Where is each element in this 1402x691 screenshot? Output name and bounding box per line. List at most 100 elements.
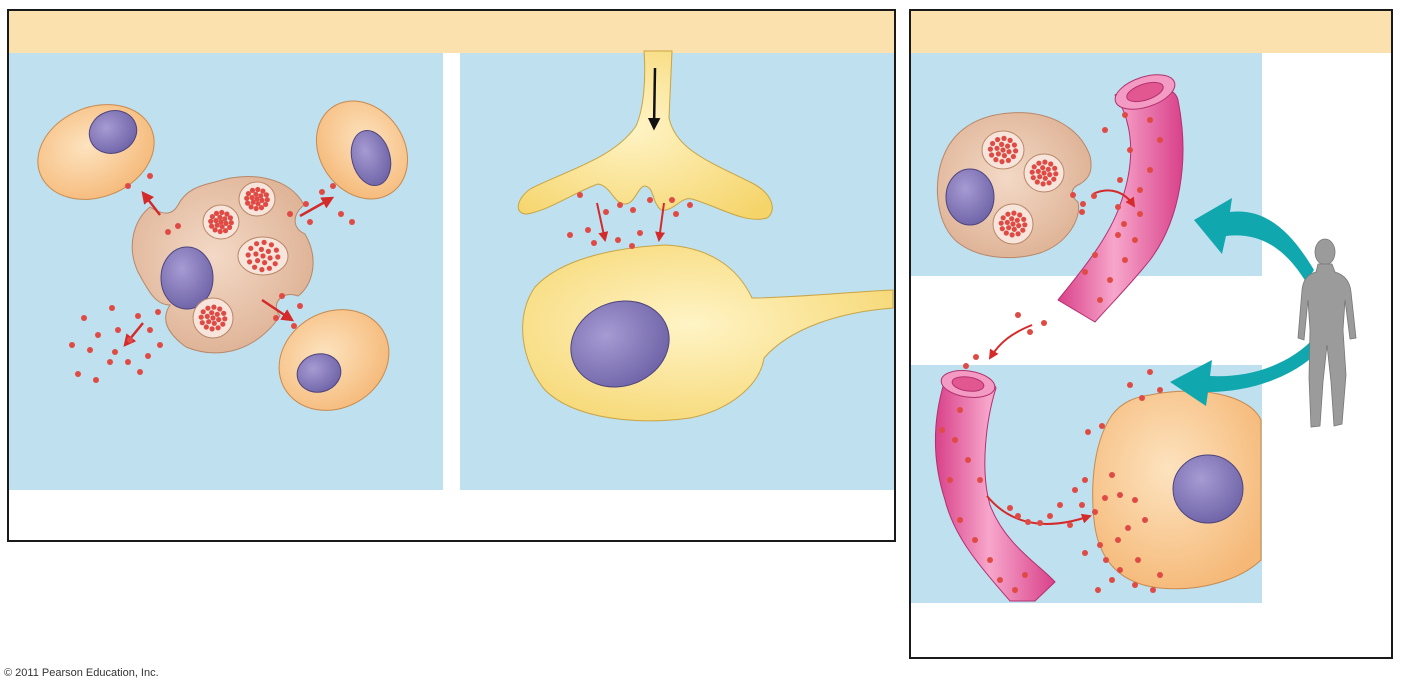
vesicle-molecule: [222, 228, 229, 234]
vesicle-molecule: [993, 157, 999, 163]
signal-molecule: [1103, 557, 1109, 563]
signal-molecule: [1109, 472, 1115, 478]
signal-molecule: [647, 197, 653, 203]
vesicle-molecule: [1051, 176, 1057, 182]
signal-molecule: [1122, 257, 1128, 263]
signal-molecule: [69, 342, 75, 348]
signal-molecule: [1147, 167, 1153, 173]
signal-molecule: [291, 323, 297, 329]
vesicle-molecule: [1037, 174, 1043, 180]
vesicle-molecule: [999, 159, 1005, 165]
signal-molecule: [1015, 312, 1021, 318]
vesicle-molecule: [262, 260, 268, 266]
signal-molecule: [1097, 297, 1103, 303]
signal-molecule: [1025, 519, 1031, 525]
vesicle-molecule: [1013, 148, 1019, 154]
vesicle-molecule: [261, 239, 267, 245]
signal-molecule: [1047, 513, 1053, 519]
vesicle-molecule: [994, 145, 1000, 151]
vesicle-molecule: [213, 218, 219, 224]
signal-molecule: [972, 537, 978, 543]
vesicle-molecule: [1014, 217, 1020, 223]
vesicle-molecule: [1000, 147, 1006, 153]
vesicle-molecule: [203, 324, 209, 330]
signal-molecule: [155, 309, 161, 315]
vesicle-molecule: [1000, 215, 1006, 221]
signal-molecule: [997, 577, 1003, 583]
signal-molecule: [1121, 221, 1127, 227]
signal-molecule: [1082, 269, 1088, 275]
vesicle-molecule: [228, 220, 234, 226]
vesicle-molecule: [1042, 159, 1048, 165]
neuron-axon-terminal: [517, 50, 773, 220]
target-cell-endocrine: [1092, 390, 1262, 590]
signal-molecule: [947, 477, 953, 483]
vesicle-molecule: [244, 195, 250, 201]
signal-molecule: [1137, 211, 1143, 217]
signal-molecule: [1082, 477, 1088, 483]
signal-molecule: [109, 305, 115, 311]
vesicle-molecule: [250, 199, 256, 205]
signal-molecule: [147, 327, 153, 333]
signal-molecule: [1097, 542, 1103, 548]
vesicle-molecule: [217, 214, 223, 220]
vesicle-molecule: [1009, 232, 1015, 238]
vesicle-molecule: [264, 197, 270, 203]
vesicle-molecule: [263, 192, 269, 198]
signal-molecule: [81, 315, 87, 321]
vesicle-molecule: [217, 228, 223, 235]
vesicle-molecule: [200, 309, 206, 315]
signal-molecule: [1092, 252, 1098, 258]
signal-molecule: [349, 219, 355, 225]
signal-molecule: [957, 517, 963, 523]
signal-molecule: [1127, 147, 1133, 153]
signal-molecule: [939, 427, 945, 433]
vesicle-molecule: [995, 151, 1002, 157]
signal-molecule: [1125, 525, 1131, 531]
vesicle-molecule: [260, 253, 266, 259]
vesicle-molecule: [1029, 169, 1035, 175]
signal-molecule: [1127, 382, 1133, 388]
vesicle-molecule: [245, 191, 251, 197]
vesicle-molecule: [272, 261, 278, 267]
vesicle-molecule: [275, 254, 281, 260]
vesicle-molecule: [221, 310, 227, 316]
signal-molecule: [93, 377, 99, 383]
signal-molecule: [1079, 209, 1085, 215]
vesicle-molecule: [1006, 149, 1012, 155]
signal-molecule: [591, 240, 597, 246]
signal-molecule: [1022, 572, 1028, 578]
signal-molecule: [1157, 572, 1163, 578]
vesicle-molecule: [268, 242, 274, 248]
local-signaling-header: [9, 11, 894, 53]
signal-molecule: [1117, 567, 1123, 573]
vesicle-molecule: [219, 224, 225, 230]
vesicle-molecule: [1010, 153, 1017, 160]
signal-molecule: [273, 315, 279, 321]
vesicle-molecule: [227, 215, 233, 221]
signal-molecule: [585, 227, 591, 233]
signal-molecule: [125, 183, 131, 189]
vesicle-molecule: [209, 310, 215, 316]
signal-molecule: [1057, 502, 1063, 508]
delivery-arrow: [986, 495, 1092, 525]
long-distance-header: [911, 11, 1391, 53]
signal-molecule: [1137, 187, 1143, 193]
signal-molecule: [977, 477, 983, 483]
signal-molecule: [603, 209, 609, 215]
signal-molecule: [1117, 492, 1123, 498]
signal-molecule: [279, 293, 285, 299]
signal-molecule: [1092, 509, 1098, 515]
vesicle-molecule: [263, 201, 269, 207]
vesicle-molecule: [222, 316, 228, 322]
vesicle-molecule: [215, 325, 221, 331]
neurotransmitter-arrows: [596, 202, 666, 242]
signal-molecule: [1132, 497, 1138, 503]
vesicle-molecule: [1035, 168, 1041, 174]
vesicle-molecule: [1046, 180, 1052, 186]
signal-molecule: [577, 192, 583, 198]
nucleus: [160, 246, 214, 310]
signal-molecule: [629, 243, 635, 249]
vesicle-molecule: [253, 205, 259, 212]
vesicle-molecule: [248, 204, 254, 210]
